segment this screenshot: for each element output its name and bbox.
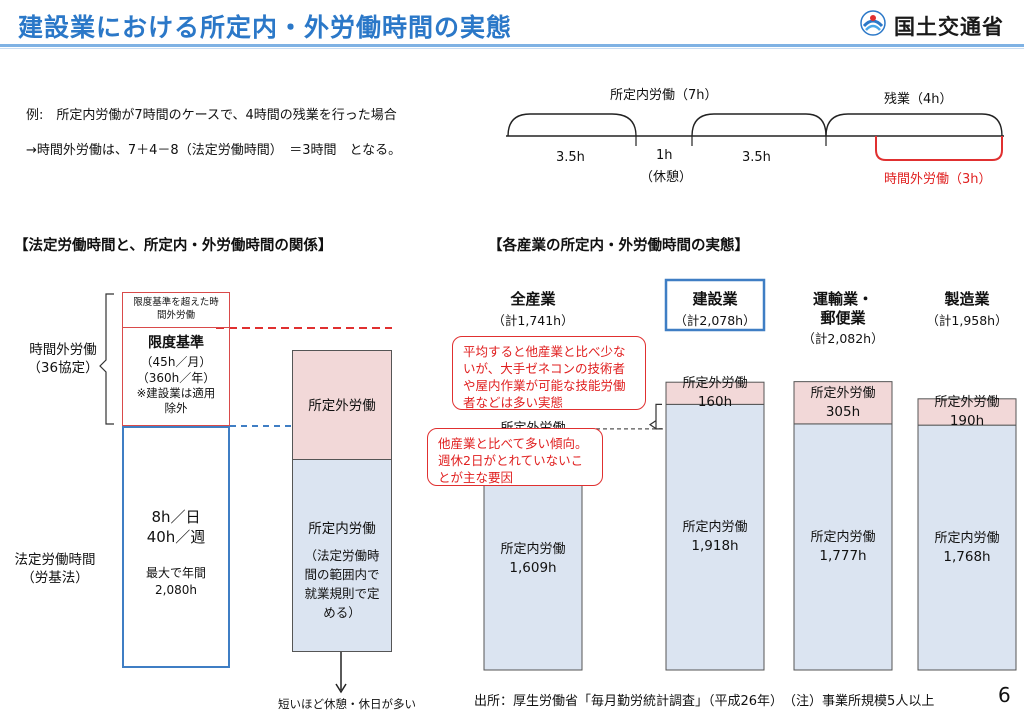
bar-inside-name-3: 所定内労働	[934, 530, 1000, 546]
callout-construction-avg-text: 平均すると他産業と比べ少ないが、大手ゼネコンの技術者や屋内作業が可能な技能労働者…	[463, 344, 626, 410]
category-label-0: 全産業	[510, 290, 556, 308]
limit-title: 限度基準	[148, 335, 204, 351]
bar-outside-name-2: 所定外労働	[810, 385, 876, 401]
ministry-name: 国土交通省	[894, 15, 1004, 39]
bar-outside-value-3: 190h	[949, 412, 985, 429]
legal-week: 40h／週	[146, 528, 206, 546]
category-total-0: （計1,741h）	[492, 313, 574, 328]
timeline-overtime-label: 時間外労働（3h）	[884, 172, 992, 187]
category-label-3: 製造業	[944, 290, 990, 308]
ministry-logo: 国土交通省	[858, 8, 1024, 40]
timeline-label-scheduled: 所定内労働（7h）	[610, 88, 718, 103]
page-title: 建設業における所定内・外労働時間の実態	[18, 13, 513, 42]
timeline-seg1: 3.5h	[556, 150, 585, 165]
source-footer: 出所：厚生労働省「毎月勤労統計調査」（平成26年） （注）事業所規模5人以上	[474, 694, 935, 709]
construction-bracket	[648, 403, 662, 430]
side-legal-sub: （労基法）	[21, 570, 89, 586]
category-total-3: （計1,958h）	[926, 313, 1008, 328]
timeline-seg3: 3.5h	[742, 150, 771, 165]
bar-outside-1	[665, 381, 765, 405]
scheduled-outside-label: 所定外労働	[308, 398, 376, 414]
limit-year: （360h／年）	[136, 371, 216, 385]
category-total-1: （計2,078h）	[674, 313, 756, 328]
callout-construction-trend-text: 他産業と比べて多い傾向。週休2日がとれていないことが主な要因	[438, 436, 588, 485]
bar-outside-2	[793, 381, 893, 425]
bar-inside-2	[793, 423, 893, 671]
scheduled-inside-label: 所定内労働	[308, 521, 376, 537]
timeline-label-overtime: 残業（4h）	[884, 92, 953, 107]
bar-inside-name-2: 所定内労働	[810, 529, 876, 545]
title-underline-light	[0, 48, 1024, 49]
bar-inside-value-1: 1,918h	[691, 538, 739, 555]
limit-note: ※建設業は適用除外	[136, 386, 216, 415]
timeline-seg2-note: （休憩）	[640, 170, 693, 185]
example-line-2: →時間外労働は、7＋4－8（法定労働時間） ＝3時間 となる。	[26, 143, 402, 158]
bar-inside-value-3: 1,768h	[943, 548, 991, 565]
legal-hours-box: 8h／日 40h／週 最大で年間 2,080h	[122, 426, 230, 668]
limit-standard-box: 限度基準 （45h／月） （360h／年） ※建設業は適用除外	[122, 328, 230, 426]
bar-inside-name-0: 所定内労働	[500, 541, 566, 557]
bar-outside-3	[917, 398, 1017, 426]
category-label-1: 建設業	[692, 290, 738, 308]
legal-max: 最大で年間	[145, 566, 206, 580]
bar-inside-name-1: 所定内労働	[682, 520, 748, 536]
timeline-seg2: 1h	[656, 148, 673, 163]
side-overtime-sub: （36協定）	[27, 360, 99, 376]
callout-construction-avg: 平均すると他産業と比べ少ないが、大手ゼネコンの技術者や屋内作業が可能な技能労働者…	[452, 336, 646, 410]
legal-annual: 2,080h	[155, 583, 197, 597]
scheduled-inside-block: 所定内労働 （法定労働時間の範囲内で就業規則で定める）	[292, 460, 392, 652]
bar-inside-3	[917, 424, 1017, 671]
limit-month: （45h／月）	[140, 355, 212, 369]
bar-inside-1	[665, 403, 765, 671]
side-overtime-label: 時間外労働	[29, 342, 97, 358]
page-number: 6	[998, 683, 1011, 707]
example-line-1: 例: 所定内労働が7時間のケースで、4時間の残業を行った場合	[26, 108, 397, 123]
bar-outside-value-1: 160h	[697, 394, 733, 411]
bar-outside-name-1: 所定外労働	[682, 376, 748, 392]
callout-construction-trend: 他産業と比べて多い傾向。週休2日がとれていないことが主な要因	[427, 428, 603, 486]
arrow-note: 短いほど休憩・休日が多い	[278, 697, 416, 711]
scheduled-outside-block: 所定外労働	[292, 350, 392, 460]
limit-exceed-box: 限度基準を超えた時間外労働	[122, 292, 230, 328]
category-total-2: （計2,082h）	[802, 331, 884, 346]
side-legal-label: 法定労働時間	[14, 552, 96, 568]
left-section-title: 【法定労働時間と、所定内・外労働時間の関係】	[14, 238, 333, 254]
category-label-2-b: 郵便業	[820, 309, 866, 327]
limit-exceed-text: 限度基準を超えた時間外労働	[133, 297, 219, 321]
bar-inside-value-0: 1,609h	[509, 559, 557, 576]
bar-inside-value-2: 1,777h	[819, 547, 867, 564]
right-section-title: 【各産業の所定内・外労働時間の実態】	[488, 238, 749, 254]
mlit-emblem-icon	[860, 10, 886, 36]
bar-outside-name-3: 所定外労働	[934, 394, 1000, 410]
scheduled-inside-note: （法定労働時間の範囲内で就業規則で定める）	[304, 548, 380, 620]
category-label-2-a: 運輸業・	[812, 290, 873, 308]
legal-day: 8h／日	[151, 508, 201, 526]
bar-outside-value-2: 305h	[825, 403, 861, 420]
highlight-box	[664, 278, 766, 332]
title-underline	[0, 44, 1024, 47]
